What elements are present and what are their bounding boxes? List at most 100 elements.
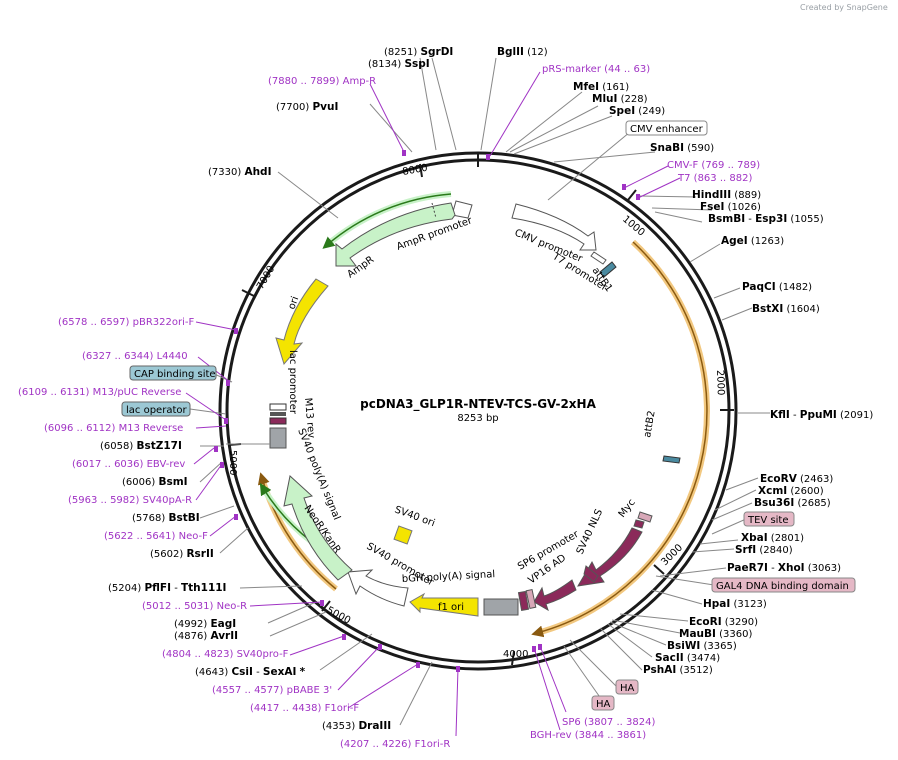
myc-label: Myc	[617, 497, 638, 520]
leader-lines	[189, 57, 770, 726]
site-ahdi: (7330) AhdI	[208, 166, 271, 178]
lac-operator-label: lac operator	[126, 405, 187, 416]
site-bsmbi: BsmBI - Esp3I (1055)	[708, 213, 824, 225]
site-mfei: MfeI (161)	[573, 81, 629, 93]
site-avrii: (4876) AvrII	[174, 630, 238, 642]
primer-leaders	[185, 71, 681, 737]
site-bsmi: (6006) BsmI	[122, 476, 188, 488]
plasmid-size: 8253 bp	[457, 413, 498, 424]
tick-8000: 8000	[402, 163, 429, 178]
ha-box-2	[591, 695, 615, 711]
primer-prs-marker: pRS-marker (44 .. 63)	[542, 64, 650, 75]
site-bsiwi: BsiWI (3365)	[667, 640, 737, 652]
f1-ori-feature	[409, 592, 479, 617]
primer-m13-puc-reverse: (6109 .. 6131) M13/pUC Reverse	[18, 387, 181, 398]
sv40-ori-label: SV40 ori	[393, 504, 436, 529]
cmv-enhancer-label: CMV enhancer	[630, 124, 704, 135]
primer-t7: T7 (863 .. 882)	[677, 173, 752, 184]
tick-2000: 2000	[714, 370, 726, 396]
m13-rev-label: M13 rev	[302, 397, 316, 438]
sv40-promoter-feature	[347, 569, 409, 607]
gal4-label: GAL4 DNA binding domain	[716, 581, 849, 592]
cmv-promoter-feature	[511, 203, 597, 251]
bgh-polya-feature	[483, 598, 519, 616]
site-pflfi: (5204) PflFI - Tth111I	[108, 582, 226, 594]
primer-sp6: SP6 (3807 .. 3824)	[562, 717, 655, 728]
plasmid-name: pcDNA3_GLP1R-NTEV-TCS-GV-2xHA	[360, 397, 596, 412]
sv40-nls-feature	[583, 565, 599, 583]
sv40-nls-label: SV40 NLS	[575, 508, 605, 557]
f1-ori-label: f1 ori	[438, 602, 464, 613]
site-sgrdi: (8251) SgrDI	[384, 46, 453, 58]
neor-feature	[283, 475, 353, 581]
bgh-polya-label: bGH poly(A) signal	[402, 569, 496, 585]
tick-5000b: 5000	[227, 450, 238, 475]
site-eagi: (4992) EagI	[174, 618, 236, 630]
primer-bgh-rev: BGH-rev (3844 .. 3861)	[530, 730, 646, 741]
sv40-ori-feature	[393, 525, 413, 545]
tick-1000: 1000	[620, 214, 647, 239]
site-pvui: (7700) PvuI	[276, 101, 338, 113]
attb2-label: attB2	[642, 410, 658, 439]
tev-site-label: TEV site	[747, 515, 789, 526]
site-bstxi: BstXI (1604)	[752, 303, 820, 315]
primer-ebv-rev: (6017 .. 6036) EBV-rev	[72, 459, 185, 470]
primer-sv40pa-r: (5963 .. 5982) SV40pA-R	[68, 495, 192, 506]
lac-promoter-label: lac promoter	[287, 350, 298, 415]
site-agei: AgeI (1263)	[721, 235, 784, 247]
site-bstz17i: (6058) BstZ17I	[100, 440, 182, 452]
site-maubi: MauBI (3360)	[679, 628, 752, 640]
tick-marks	[227, 153, 734, 666]
site-hpai: HpaI (3123)	[703, 598, 767, 610]
tick-5000: 5000	[325, 605, 353, 627]
ha-box-1	[615, 679, 639, 695]
site-xbai: XbaI (2801)	[741, 532, 804, 544]
site-rsrii: (5602) RsrII	[150, 548, 214, 560]
attb1-feature	[599, 261, 617, 278]
primer-marks	[214, 150, 640, 672]
primer-l4440: (6327 .. 6344) L4440	[82, 351, 188, 362]
site-spei: SpeI (249)	[609, 105, 665, 117]
site-ecorv: EcoRV (2463)	[760, 473, 833, 485]
primer-m13-reverse: (6096 .. 6112) M13 Reverse	[44, 423, 183, 434]
tick-4000: 4000	[503, 649, 528, 660]
t7-promoter-feature	[590, 251, 607, 265]
site-fsei: FseI (1026)	[700, 201, 761, 213]
primer-neo-r: (5012 .. 5031) Neo-R	[142, 601, 247, 612]
ha-label-1: HA	[620, 683, 635, 694]
site-bsu36i: Bsu36I (2685)	[754, 497, 831, 509]
primer-pbr322ori-f: (6578 .. 6597) pBR322ori-F	[58, 317, 194, 328]
attb2-feature	[662, 455, 681, 464]
site-sspi: (8134) SspI	[368, 58, 430, 70]
vp16-ad-feature	[533, 579, 577, 612]
primer-cmv-f: CMV-F (769 .. 789)	[667, 160, 760, 171]
ha-label-2: HA	[596, 699, 611, 710]
ampr-arc	[322, 193, 452, 249]
cap-binding-box	[129, 365, 217, 381]
cmv-enhancer-box	[625, 120, 708, 136]
site-snabi: SnaBI (590)	[650, 142, 714, 154]
primer-pbabe-3: (4557 .. 4577) pBABE 3'	[212, 685, 332, 696]
site-paqci: PaqCI (1482)	[742, 281, 812, 293]
site-draiii: (4353) DraIII	[322, 720, 391, 732]
site-xcmi: XcmI (2600)	[758, 485, 824, 497]
site-paer7i: PaeR7I - XhoI (3063)	[727, 562, 841, 574]
site-hindiii: HindIII (889)	[692, 189, 761, 201]
tev-site-box	[743, 511, 795, 527]
site-bglii: BglII (12)	[497, 46, 548, 58]
primer-amp-r: (7880 .. 7899) Amp-R	[268, 76, 376, 87]
orange-arc-feature	[536, 239, 710, 636]
primer-neo-f: (5622 .. 5641) Neo-F	[104, 531, 208, 542]
watermark: Created by SnapGene	[800, 3, 888, 12]
site-srfi: SrfI (2840)	[735, 544, 793, 556]
site-bstbi: (5768) BstBI	[132, 512, 200, 524]
ori-feature	[275, 278, 329, 366]
site-sacii: SacII (3474)	[655, 652, 720, 664]
lac-operator-box	[121, 401, 191, 417]
site-mlui: MluI (228)	[592, 93, 648, 105]
site-ecori: EcoRI (3290)	[689, 616, 758, 628]
ori-label: ori	[286, 295, 301, 311]
ampr-feature	[335, 202, 456, 267]
gal4-dbd-feature	[577, 527, 643, 587]
